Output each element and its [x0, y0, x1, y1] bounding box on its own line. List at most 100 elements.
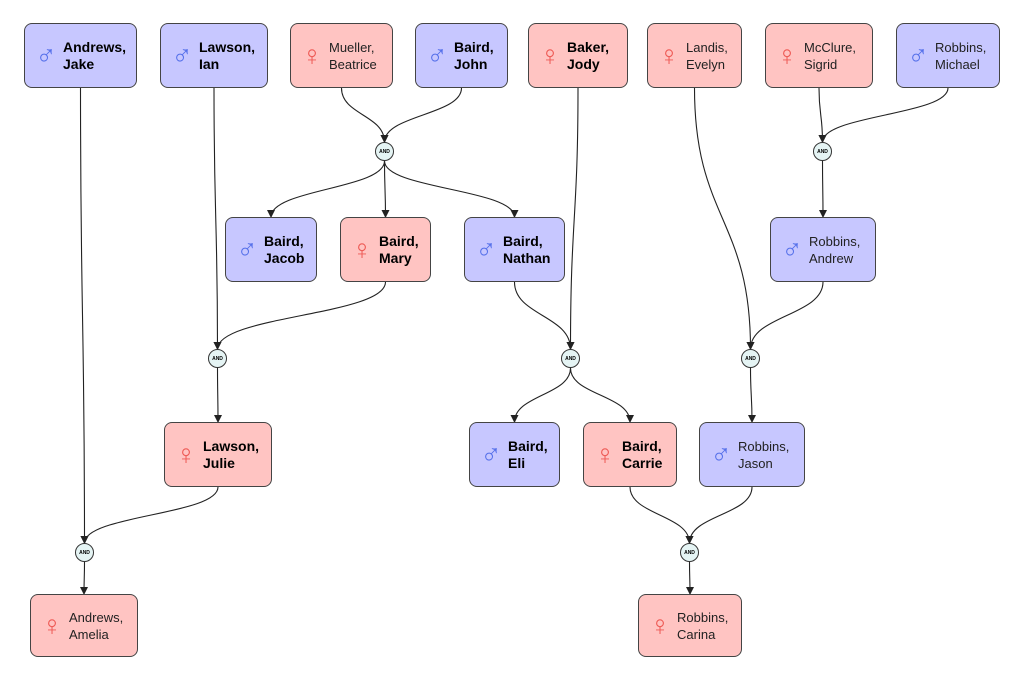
person-first-name: Carina: [677, 626, 716, 642]
person-last-name: Lawson,: [203, 437, 260, 454]
male-icon: ♂: [480, 438, 502, 470]
person-first-name: Jody: [567, 55, 600, 72]
person-last-name: Baird,: [503, 232, 543, 249]
person-lawson-julie[interactable]: ♀ Lawson,Julie: [164, 422, 272, 487]
person-last-name: McClure,: [804, 39, 857, 55]
person-first-name: Mary: [379, 249, 412, 266]
parent-edge: [685, 486, 753, 544]
person-first-name: Eli: [508, 454, 526, 471]
male-icon: ♂: [35, 39, 57, 71]
person-robbins-carina[interactable]: ♀ Robbins,Carina: [638, 594, 742, 657]
person-baird-john[interactable]: ♂ Baird,John: [415, 23, 508, 88]
person-baird-jacob[interactable]: ♂ Baird,Jacob: [225, 217, 317, 282]
male-icon: ♂: [710, 438, 732, 470]
parent-edge: [818, 87, 949, 143]
child-edge: [818, 160, 827, 218]
female-icon: ♀: [658, 39, 680, 71]
person-first-name: Carrie: [622, 454, 663, 471]
parent-edge: [340, 87, 389, 143]
person-andrews-amelia[interactable]: ♀ Andrews,Amelia: [30, 594, 138, 657]
person-last-name: Baird,: [622, 437, 662, 454]
and-connector-andrew: AND: [741, 349, 760, 368]
male-icon: ♂: [907, 39, 929, 71]
person-first-name: Andrew: [809, 250, 854, 266]
person-landis-evelyn[interactable]: ♀ Landis,Evelyn: [647, 23, 742, 88]
male-icon: ♂: [475, 233, 497, 265]
person-last-name: Baker,: [567, 38, 610, 55]
person-first-name: Ian: [199, 55, 220, 72]
person-last-name: Landis,: [686, 39, 728, 55]
child-edge: [747, 367, 756, 423]
parent-edge: [213, 87, 222, 350]
person-andrews-jake[interactable]: ♂ Andrews,Jake: [24, 23, 137, 88]
and-connector-nathan: AND: [561, 349, 580, 368]
person-first-name: Michael: [935, 56, 980, 72]
parent-edge: [80, 486, 219, 544]
parent-edge: [213, 281, 387, 350]
female-icon: ♀: [41, 609, 63, 641]
parent-edge: [79, 87, 89, 544]
female-icon: ♀: [301, 39, 323, 71]
person-last-name: Robbins,: [809, 233, 861, 249]
and-connector-lawson: AND: [208, 349, 227, 368]
person-baird-nathan[interactable]: ♂ Baird,Nathan: [464, 217, 565, 282]
child-edge: [685, 561, 694, 595]
person-lawson-ian[interactable]: ♂ Lawson,Ian: [160, 23, 268, 88]
female-icon: ♀: [594, 438, 616, 470]
male-icon: ♂: [171, 39, 193, 71]
person-baird-mary[interactable]: ♀ Baird,Mary: [340, 217, 431, 282]
person-first-name: Jason: [738, 455, 773, 471]
female-icon: ♀: [351, 233, 373, 265]
female-icon: ♀: [539, 39, 561, 71]
female-icon: ♀: [649, 609, 671, 641]
and-connector-carina: AND: [680, 543, 699, 562]
person-first-name: Jake: [63, 55, 95, 72]
child-edge: [267, 160, 386, 218]
person-last-name: Robbins,: [677, 609, 729, 625]
person-last-name: Baird,: [454, 38, 494, 55]
and-connector-baird: AND: [375, 142, 394, 161]
person-last-name: Mueller,: [329, 39, 375, 55]
female-icon: ♀: [776, 39, 798, 71]
person-first-name: Sigrid: [804, 56, 838, 72]
person-last-name: Baird,: [508, 437, 548, 454]
child-edge: [213, 367, 222, 423]
person-first-name: Jacob: [264, 249, 305, 266]
person-baird-eli[interactable]: ♂ Baird,Eli: [469, 422, 560, 487]
person-mueller-beatrice[interactable]: ♀ Mueller,Beatrice: [290, 23, 393, 88]
person-first-name: Beatrice: [329, 56, 377, 72]
person-first-name: Amelia: [69, 626, 109, 642]
person-last-name: Robbins,: [738, 438, 790, 454]
parent-edge: [746, 281, 824, 350]
male-icon: ♂: [781, 233, 803, 265]
and-connector-andrews: AND: [75, 543, 94, 562]
person-robbins-jason[interactable]: ♂ Robbins,Jason: [699, 422, 805, 487]
parent-edge: [380, 87, 463, 143]
person-baker-jody[interactable]: ♀ Baker,Jody: [528, 23, 628, 88]
female-icon: ♀: [175, 438, 197, 470]
and-connector-robbins: AND: [813, 142, 832, 161]
parent-edge: [566, 87, 579, 350]
parent-edge: [629, 486, 694, 544]
person-first-name: Julie: [203, 454, 235, 471]
parent-edge: [693, 87, 755, 350]
person-first-name: Nathan: [503, 249, 551, 266]
child-edge: [510, 367, 572, 423]
person-first-name: John: [454, 55, 488, 72]
person-baird-carrie[interactable]: ♀ Baird,Carrie: [583, 422, 677, 487]
male-icon: ♂: [236, 233, 258, 265]
child-edge: [80, 561, 89, 595]
person-last-name: Baird,: [379, 232, 419, 249]
person-robbins-andrew[interactable]: ♂ Robbins,Andrew: [770, 217, 876, 282]
child-edge: [383, 160, 519, 218]
child-edge: [381, 160, 390, 218]
person-last-name: Andrews,: [63, 38, 127, 55]
person-last-name: Robbins,: [935, 39, 987, 55]
person-first-name: Evelyn: [686, 56, 726, 72]
person-robbins-michael[interactable]: ♂ Robbins,Michael: [896, 23, 1000, 88]
person-mcclure-sigrid[interactable]: ♀ McClure,Sigrid: [765, 23, 873, 88]
child-edge: [569, 367, 634, 423]
parent-edge: [818, 87, 827, 143]
